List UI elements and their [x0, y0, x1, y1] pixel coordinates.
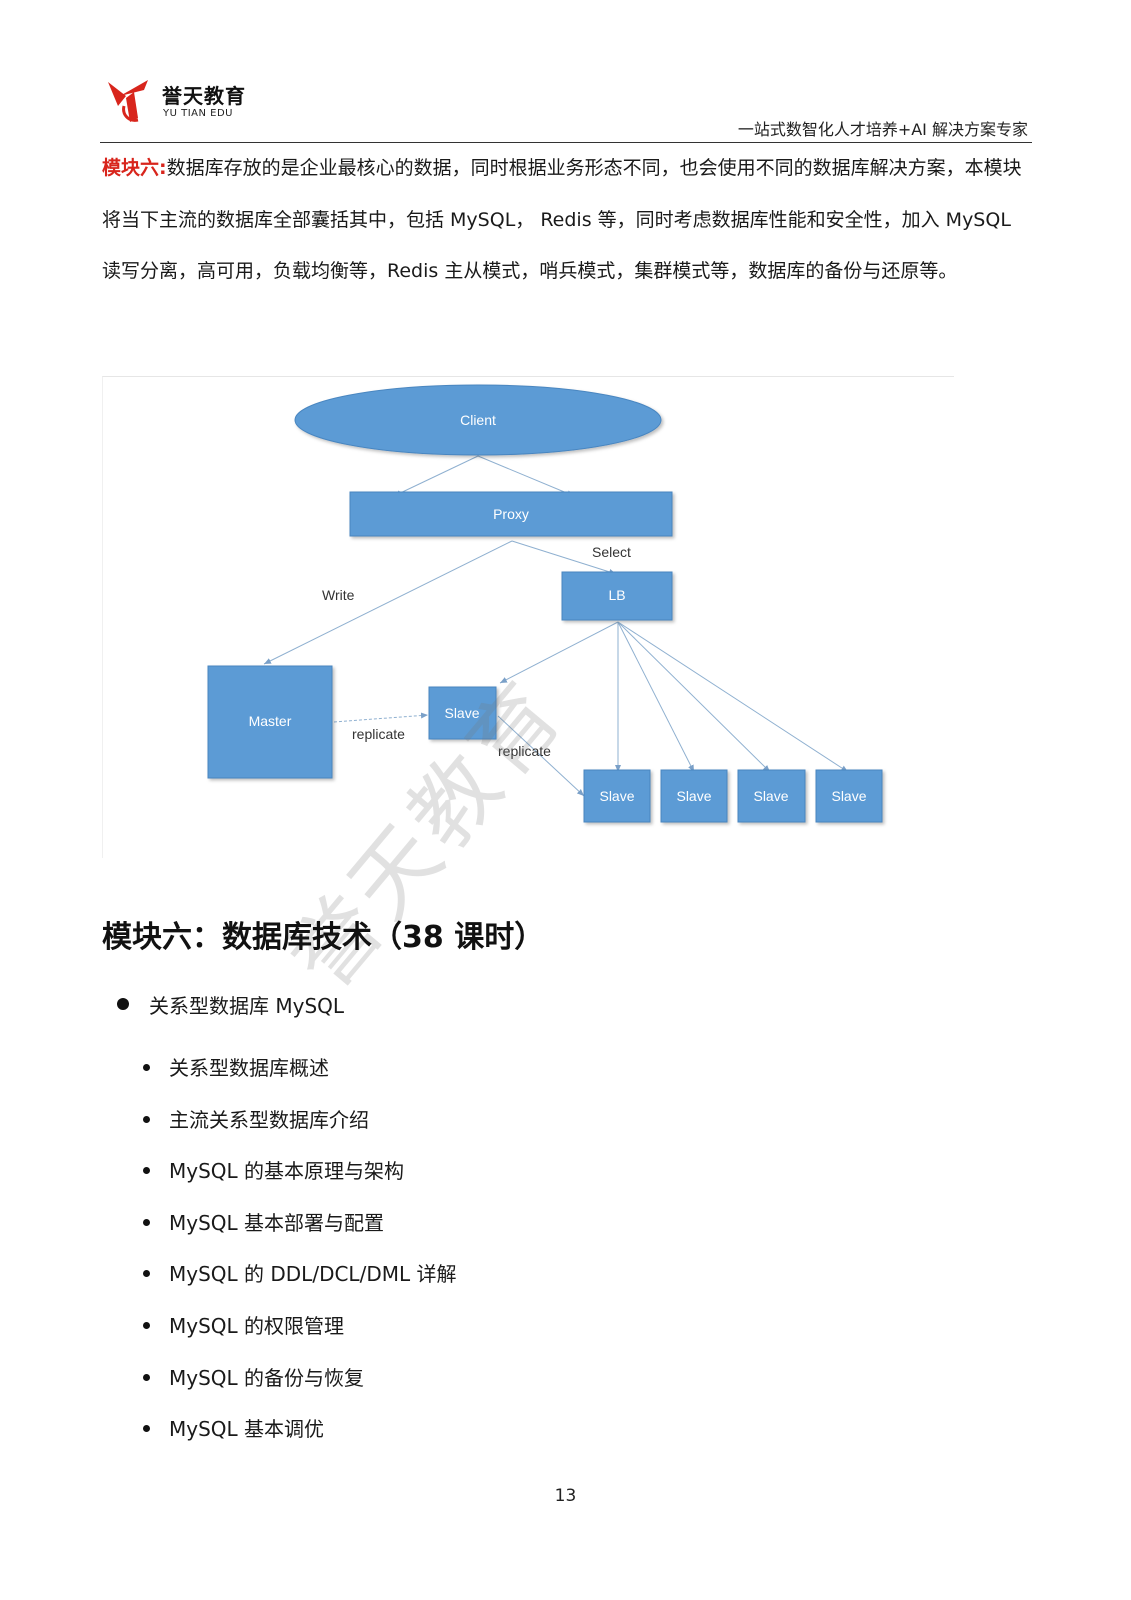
list-item: 关系型数据库概述: [143, 1052, 456, 1104]
lb-label: LB: [608, 587, 625, 603]
lb-node: [561, 571, 673, 621]
slave-mid-node: [428, 686, 497, 740]
main-bullet-text: 关系型数据库 MySQL: [149, 994, 345, 1018]
edge-client-proxy-left: [393, 455, 479, 497]
intro-paragraph: 模块六:数据库存放的是企业最核心的数据，同时根据业务形态不同，也会使用不同的数据…: [102, 143, 1026, 298]
client-label: Client: [460, 412, 496, 428]
edge-lb-slave-4: [617, 621, 849, 773]
proxy-label: Proxy: [493, 506, 529, 522]
section-title: 模块六：数据库技术（38 课时）: [102, 920, 545, 955]
slave-label-3: Slave: [753, 788, 788, 804]
list-item-text: MySQL 基本部署与配置: [169, 1210, 385, 1235]
master-node: [207, 665, 333, 779]
list-item: MySQL 基本调优: [143, 1413, 456, 1465]
list-item-text: 关系型数据库概述: [169, 1056, 329, 1080]
bullet-dot-icon: [143, 1425, 150, 1433]
list-item: 主流关系型数据库介绍: [143, 1104, 456, 1156]
intro-lead: 模块六:: [102, 157, 167, 179]
logo-chinese-name: 誉天教育: [162, 84, 246, 108]
edge-lb-slave-3: [617, 621, 771, 773]
slave-label-2: Slave: [676, 788, 711, 804]
bullet-dot-icon: [143, 1218, 150, 1226]
list-item: MySQL 的备份与恢复: [143, 1362, 456, 1414]
slave-label-4: Slave: [831, 788, 866, 804]
list-item: MySQL 的基本原理与架构: [143, 1155, 456, 1207]
slave-node-1: [583, 769, 651, 823]
list-item: MySQL 的 DDL/DCL/DML 详解: [143, 1258, 456, 1310]
list-item-text: MySQL 基本调优: [169, 1417, 325, 1442]
edge-client-proxy-right: [477, 455, 575, 497]
list-item-text: MySQL 的备份与恢复: [169, 1365, 365, 1390]
edge-lb-slave-mid: [499, 621, 619, 684]
edge-label-select: Select: [592, 544, 631, 560]
edge-master-slave-replicate: [333, 712, 429, 723]
bullet-dot-icon: [143, 1167, 150, 1175]
list-item-text: MySQL 的 DDL/DCL/DML 详解: [169, 1262, 457, 1287]
bullet-dot-icon: [143, 1373, 150, 1381]
edge-label-replicate-2: replicate: [498, 743, 551, 759]
edge-lb-slave-2: [617, 621, 695, 773]
edge-label-write: Write: [322, 587, 355, 603]
list-item-text: 主流关系型数据库介绍: [169, 1107, 369, 1132]
yutian-logo-icon: [108, 80, 148, 122]
list-item: MySQL 的权限管理: [143, 1310, 456, 1362]
slave-label-1: Slave: [599, 788, 634, 804]
bullet-dot-icon: [143, 1115, 150, 1123]
edge-label-replicate-1: replicate: [352, 726, 405, 742]
edge-proxy-lb: [511, 540, 617, 575]
page-number: 13: [554, 1486, 577, 1506]
bullet-dot-icon: [143, 1064, 150, 1071]
slave-mid-label: Slave: [444, 705, 479, 721]
header-slogan: 一站式数智化人才培养+AI 解决方案专家: [737, 120, 1028, 139]
proxy-node: [349, 491, 673, 537]
intro-text: 数据库存放的是企业最核心的数据，同时根据业务形态不同，也会使用不同的数据库解决方…: [102, 157, 1022, 282]
list-item-text: MySQL 的基本原理与架构: [169, 1159, 405, 1184]
slave-node-3: [737, 769, 806, 823]
list-item-text: MySQL 的权限管理: [169, 1313, 345, 1338]
slave-node-2: [660, 769, 728, 823]
master-label: Master: [249, 713, 292, 729]
header-divider: [100, 142, 1032, 143]
edge-slave-slave-replicate: [497, 715, 585, 797]
list-item: MySQL 基本部署与配置: [143, 1207, 456, 1259]
slave-node-4: [815, 769, 883, 823]
bullet-dot-icon: [143, 1321, 150, 1329]
mysql-architecture-diagram: Client Proxy LB Master Slave Slave Slave…: [102, 376, 954, 858]
course-item-list: 关系型数据库概述 主流关系型数据库介绍 MySQL 的基本原理与架构 MySQL…: [143, 1052, 456, 1465]
logo-english-name: YU TIAN EDU: [163, 108, 234, 119]
client-node: [294, 384, 662, 456]
edge-proxy-master: [263, 540, 513, 665]
bullet-dot-icon: [117, 998, 129, 1010]
main-bullet: 关系型数据库 MySQL: [117, 990, 344, 1019]
bullet-dot-icon: [143, 1270, 150, 1278]
